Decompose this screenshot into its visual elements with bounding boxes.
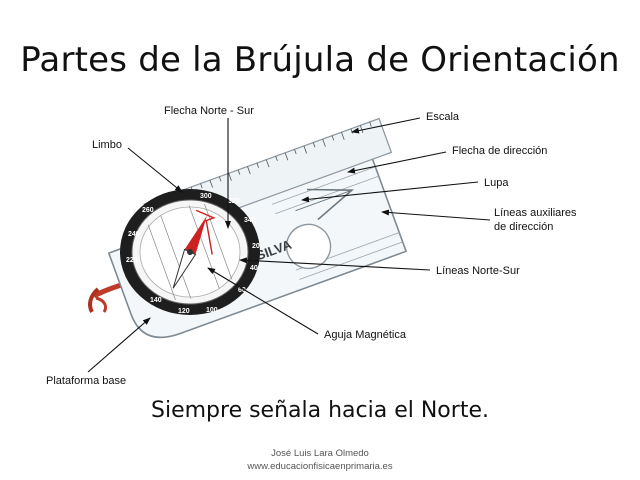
arrow-limbo (127, 147, 183, 193)
arrow-lineas-auxiliares (381, 209, 491, 221)
arrow-flecha-direccion (347, 151, 447, 174)
label-plataforma-base: Plataforma base (46, 375, 126, 387)
slide-subtitle: Siempre señala hacia el Norte. (151, 398, 489, 423)
compass-housing: 300 320 340 20 40 60 100 120 140 220 240… (120, 189, 260, 315)
dial-number: 320 (228, 198, 240, 205)
footer-author: José Luis Lara Olmedo (271, 448, 369, 459)
label-lineas-auxiliares-1: Líneas auxiliares (494, 207, 577, 219)
arrow-lupa (301, 181, 479, 203)
slide-title: Partes de la Brújula de Orientación (20, 40, 620, 80)
label-escala: Escala (426, 111, 460, 123)
dial-number: 40 (250, 265, 258, 272)
label-lineas-auxiliares-2: de dirección (494, 221, 553, 233)
arrow-aguja (207, 267, 319, 335)
footer-website: www.educacionfisicaenprimaria.es (247, 461, 393, 472)
label-aguja-magnetica: Aguja Magnética (324, 329, 407, 341)
magnetic-needle (172, 215, 207, 289)
label-flecha-norte-sur: Flecha Norte - Sur (164, 105, 254, 117)
label-flecha-direccion: Flecha de dirección (452, 145, 547, 157)
dial-number: 140 (150, 297, 162, 304)
dial-number: 340 (244, 217, 256, 224)
arrow-escala (351, 117, 421, 134)
dial-number: 100 (206, 307, 218, 314)
dial-number: 60 (238, 287, 246, 294)
arrow-plataforma (87, 317, 151, 373)
label-limbo: Limbo (92, 139, 122, 151)
dial-number: 240 (128, 231, 140, 238)
dial-number: 20 (252, 243, 260, 250)
dial-number: 300 (200, 193, 212, 200)
dial-number: 120 (178, 308, 190, 315)
label-lineas-norte-sur: Líneas Norte-Sur (436, 265, 520, 277)
label-lupa: Lupa (484, 177, 509, 189)
dial-number: 220 (126, 257, 138, 264)
arrow-lineas-norte-sur (239, 257, 431, 271)
dial-number: 260 (142, 207, 154, 214)
